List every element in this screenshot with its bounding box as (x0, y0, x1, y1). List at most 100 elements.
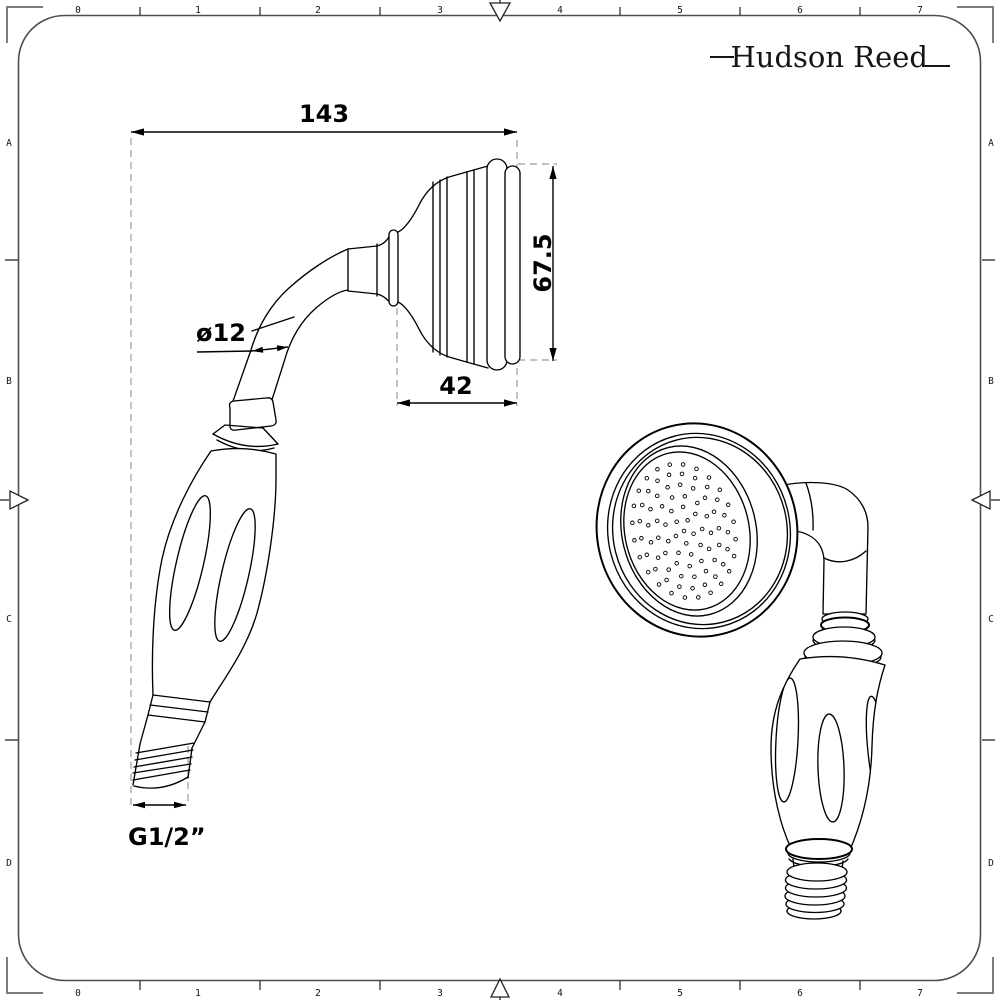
ruler-bottom-number: 4 (557, 988, 563, 999)
logo-left-bar (709, 56, 734, 58)
spray-hole (708, 530, 714, 536)
spray-hole (656, 535, 661, 540)
spray-hole (680, 462, 686, 467)
ruler-bottom-number: 5 (677, 988, 683, 999)
dimension-head-face-diameter: 67.5 (529, 166, 557, 361)
spray-hole (680, 504, 686, 510)
spray-hole (667, 462, 672, 467)
spray-hole (679, 471, 685, 477)
ruler-right-ticks (982, 259, 995, 741)
spray-hole (702, 495, 708, 501)
spray-hole (695, 500, 700, 506)
ruler-top-number: 1 (195, 5, 201, 16)
spray-hole (636, 488, 642, 493)
spray-hole (655, 467, 660, 472)
spray-hole (644, 475, 650, 481)
ruler-left: A B C D (5, 138, 18, 869)
spray-hole (731, 519, 736, 524)
dimension-label: ø12 (196, 319, 246, 347)
corner-marks (6, 6, 994, 994)
spray-hole (659, 504, 665, 509)
spray-hole (630, 520, 635, 526)
center-mark-left-icon (9, 489, 30, 511)
spray-hole (696, 595, 701, 600)
spray-hole (692, 574, 697, 579)
ruler-bottom-number: 1 (195, 988, 201, 999)
handset-handle-side (132, 397, 279, 789)
center-mark-right-icon (970, 489, 991, 511)
ruler-left-letter: D (6, 858, 12, 869)
spray-hole (685, 518, 690, 523)
corner-mark-bottom-left-icon (6, 957, 43, 994)
spray-hole (645, 569, 651, 575)
spray-hole (631, 503, 637, 509)
center-mark-top-icon (488, 2, 512, 23)
ruler-bottom-ticks (139, 981, 861, 990)
spray-hole (679, 573, 684, 579)
spray-hole (693, 511, 698, 517)
ruler-right-letter: A (988, 138, 994, 149)
handle-grip-slot (817, 713, 845, 823)
spray-hole (639, 536, 644, 541)
perspective-view-drawing (595, 422, 886, 920)
handset-head-side (397, 158, 521, 371)
ruler-top: 0 1 2 3 4 5 6 7 (75, 5, 923, 16)
spray-hole (669, 495, 675, 500)
spray-hole (722, 513, 727, 518)
spray-hole (690, 586, 695, 591)
spray-hole (682, 595, 688, 600)
spray-hole (674, 519, 679, 524)
spray-hole (706, 546, 712, 552)
spray-hole (725, 546, 730, 552)
spray-hole (644, 552, 650, 558)
spray-hole (676, 550, 681, 556)
spray-hole (694, 466, 699, 472)
spray-hole (632, 538, 637, 543)
spray-hole (720, 562, 726, 567)
spray-hole (646, 523, 651, 528)
ruler-top-number: 7 (917, 5, 923, 16)
spray-hole (704, 484, 710, 490)
ruler-left-ticks (5, 259, 18, 741)
spray-hole (718, 581, 724, 587)
dimension-label: 67.5 (529, 233, 557, 292)
spray-hole (712, 557, 717, 563)
ruler-top-number: 4 (557, 5, 563, 16)
spray-hole (699, 526, 705, 532)
center-mark-bottom-icon (489, 977, 511, 998)
ruler-bottom-number: 7 (917, 988, 923, 999)
dimension-label: G1/2” (128, 823, 206, 851)
spray-hole (654, 518, 660, 524)
handle-grip-slot (168, 495, 212, 631)
dimension-pipe-diameter: ø12 (196, 319, 289, 353)
spray-hole (717, 487, 723, 493)
ruler-bottom: 0 1 2 3 4 5 6 7 (75, 981, 923, 999)
ruler-top-number: 3 (437, 5, 443, 16)
dimension-label: 42 (439, 372, 472, 400)
ruler-top-number: 2 (315, 5, 321, 16)
ruler-bottom-number: 6 (797, 988, 803, 999)
spray-hole (691, 531, 696, 536)
spray-hole (725, 529, 731, 535)
spray-hole (690, 486, 696, 491)
spray-hole (692, 475, 698, 481)
spray-hole (681, 528, 687, 534)
spray-hole (699, 558, 704, 564)
perspective-spray-face (595, 422, 799, 638)
spray-hole (687, 563, 692, 569)
spray-hole (666, 538, 671, 544)
ruler-bottom-number: 3 (437, 988, 443, 999)
spray-hole (656, 582, 662, 587)
dimension-label: 143 (299, 100, 349, 128)
spray-hole (654, 493, 660, 499)
spray-hole (655, 555, 661, 560)
ruler-bottom-number: 2 (315, 988, 321, 999)
logo-text: Hudson Reed (730, 40, 929, 74)
ruler-top-number: 0 (75, 5, 81, 16)
ruler-right-letter: B (988, 376, 994, 387)
spray-hole (655, 478, 660, 483)
spray-hole (706, 475, 712, 480)
spray-hole (639, 502, 645, 508)
spray-hole (664, 577, 669, 583)
